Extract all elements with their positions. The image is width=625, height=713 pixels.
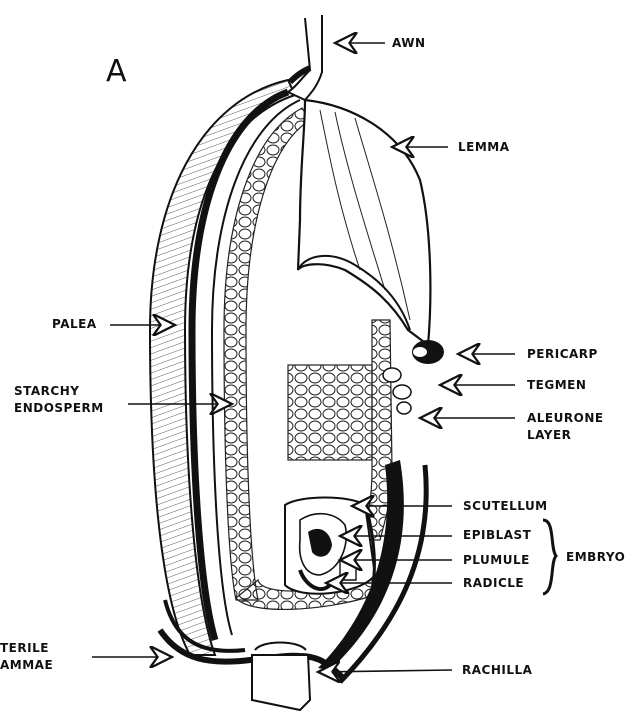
awn-shape xyxy=(288,15,322,100)
label-epiblast: EPIBLAST xyxy=(463,527,531,544)
label-embryo: EMBRYO xyxy=(566,549,625,566)
label-plumule: PLUMULE xyxy=(463,552,530,569)
label-lemma: LEMMA xyxy=(458,139,510,156)
label-sterile-lammae: TERILE AMMAE xyxy=(0,640,53,674)
label-pericarp: PERICARP xyxy=(527,346,598,363)
label-radicle: RADICLE xyxy=(463,575,524,592)
label-tegmen: TEGMEN xyxy=(527,377,586,394)
embryo-brace xyxy=(543,520,556,594)
label-starchy-endosperm: STARCHY ENDOSPERM xyxy=(14,383,104,417)
label-awn: AWN xyxy=(392,35,426,52)
label-aleurone-layer: ALEURONE LAYER xyxy=(527,410,604,444)
crease-tissue xyxy=(288,365,372,460)
label-palea: PALEA xyxy=(52,316,97,333)
lemma-shape xyxy=(298,100,430,345)
embryo-shape xyxy=(285,498,375,594)
panel-letter: A xyxy=(106,54,127,89)
pericarp-knob xyxy=(412,340,444,364)
label-rachilla: RACHILLA xyxy=(462,662,532,679)
label-scutellum: SCUTELLUM xyxy=(463,498,548,515)
